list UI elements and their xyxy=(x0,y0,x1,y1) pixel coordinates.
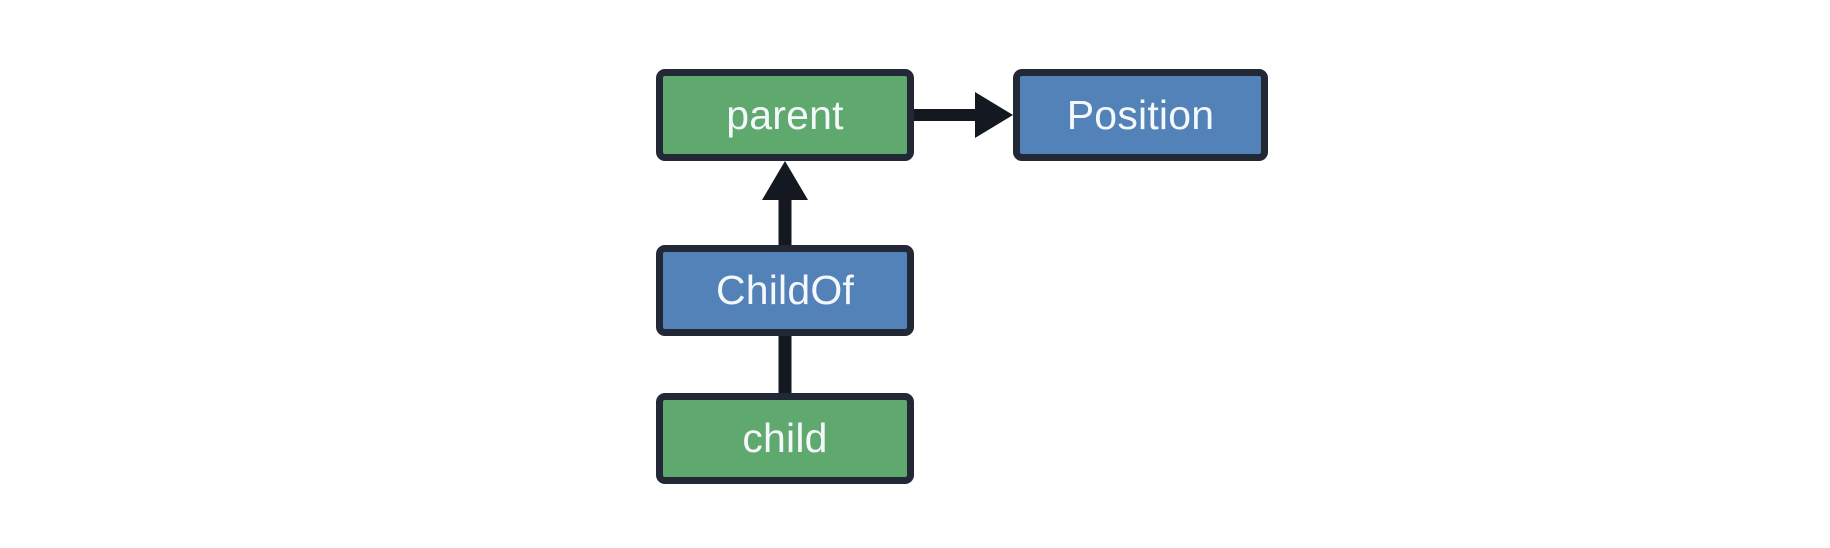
node-position-label: Position xyxy=(1066,91,1215,138)
edge-childof-to-parent xyxy=(762,161,808,245)
edge-childof-to-parent-arrowhead xyxy=(762,161,808,200)
edge-parent-to-position xyxy=(914,92,1013,138)
node-position[interactable]: Position xyxy=(1013,69,1268,161)
edge-parent-to-position-arrowhead xyxy=(975,92,1013,138)
node-childof-label: ChildOf xyxy=(715,267,855,313)
node-childof[interactable]: ChildOf xyxy=(656,245,914,336)
node-child[interactable]: child xyxy=(656,393,914,484)
node-parent[interactable]: parent xyxy=(656,69,914,161)
node-parent-label: parent xyxy=(726,91,844,138)
node-child-label: child xyxy=(742,415,828,461)
